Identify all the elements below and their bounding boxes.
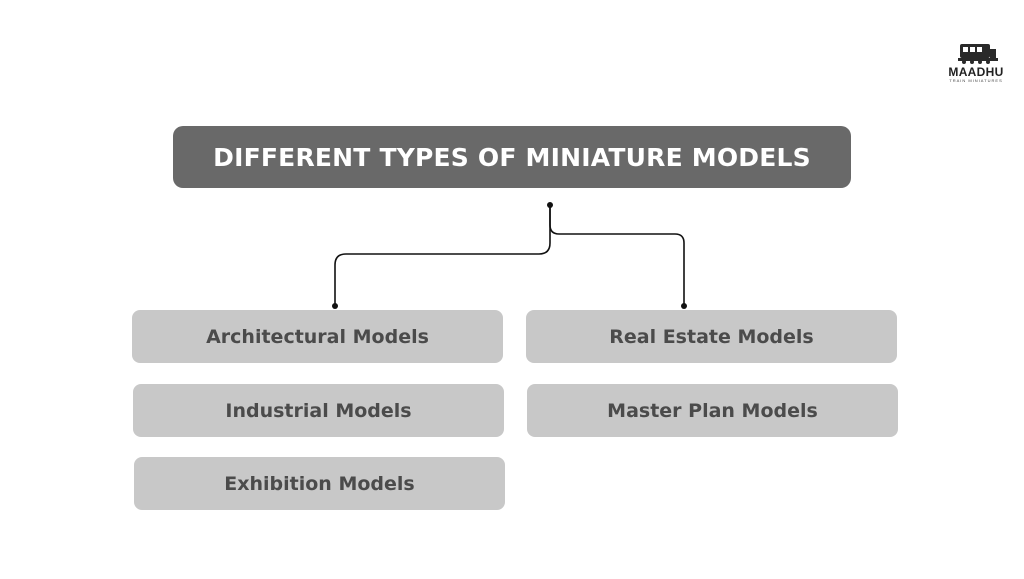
box-label: Master Plan Models [607, 399, 818, 422]
connector-right [549, 205, 685, 305]
logo-tagline: TRAIN MINIATURES [949, 78, 1003, 83]
connector-left [334, 205, 551, 305]
connector-dot-top [547, 202, 553, 208]
box-label: Industrial Models [225, 399, 412, 422]
box-exhibition-models: Exhibition Models [134, 457, 505, 510]
box-label: Architectural Models [206, 325, 429, 348]
box-real-estate-models: Real Estate Models [526, 310, 897, 363]
connector-dot-right [681, 303, 687, 309]
diagram-title: DIFFERENT TYPES OF MINIATURE MODELS [213, 142, 811, 172]
connector-dot-left [332, 303, 338, 309]
box-master-plan-models: Master Plan Models [527, 384, 898, 437]
box-label: Real Estate Models [609, 325, 814, 348]
box-architectural-models: Architectural Models [132, 310, 503, 363]
title-box: DIFFERENT TYPES OF MINIATURE MODELS [173, 126, 851, 188]
box-label: Exhibition Models [224, 472, 415, 495]
box-industrial-models: Industrial Models [133, 384, 504, 437]
train-icon [958, 44, 998, 64]
logo-name: MAADHU [948, 65, 1004, 79]
